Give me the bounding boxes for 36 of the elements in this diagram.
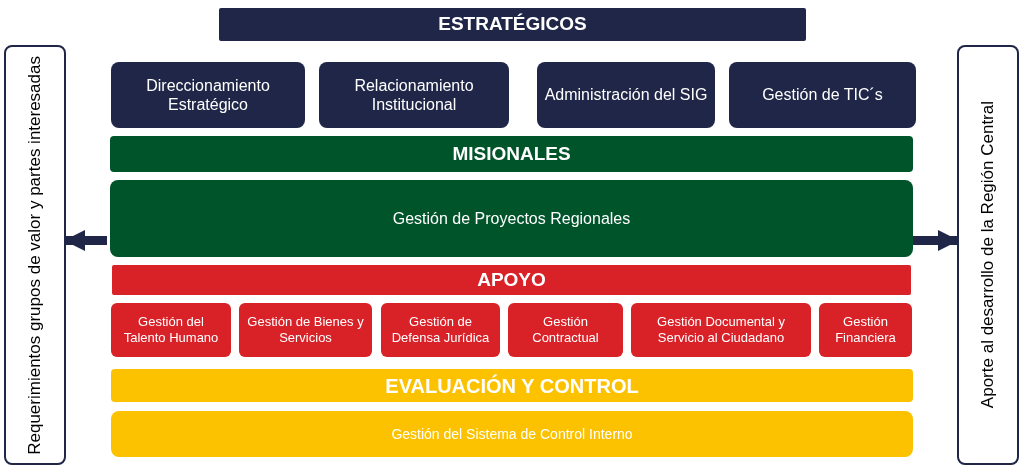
process-label: Relacionamiento Institucional: [353, 75, 475, 115]
process-box: [111, 411, 913, 457]
process-box: [111, 62, 305, 128]
process-label: Gestión de TIC´s: [762, 85, 883, 105]
side-panel: [4, 45, 66, 465]
process-label: Gestión de Proyectos Regionales: [392, 208, 631, 229]
process-box: [508, 303, 623, 357]
process-label: Gestión Contractual: [531, 314, 600, 346]
process-label: Gestión del Sistema de Control Interno: [391, 425, 633, 443]
process-label: Gestión de Bienes y Servicios: [246, 314, 365, 346]
process-box: [319, 62, 509, 128]
process-box: [729, 62, 916, 128]
category-band: [112, 265, 911, 295]
band-title: EVALUACIÓN Y CONTROL: [385, 373, 639, 398]
category-band: [219, 8, 806, 41]
side-panel: [957, 45, 1019, 465]
process-box: [819, 303, 912, 357]
process-label: Gestión de Defensa Jurídica: [390, 314, 491, 346]
band-title: MISIONALES: [452, 142, 571, 166]
category-band: [110, 136, 913, 172]
process-box: [239, 303, 372, 357]
band-title: ESTRATÉGICOS: [438, 13, 587, 36]
category-band: [111, 369, 913, 402]
process-label: Direccionamiento Estratégico: [145, 75, 271, 115]
process-label: Administración del SIG: [544, 85, 708, 105]
process-box: [111, 303, 231, 357]
process-box: [381, 303, 500, 357]
panel-label: Requerimientos grupos de valor y partes interesadas: [24, 55, 46, 455]
band-title: APOYO: [477, 268, 546, 292]
process-label: Gestión del Talento Humano: [122, 314, 220, 346]
panel-label: Aporte al desarrollo de la Región Central: [977, 101, 999, 409]
process-label: Gestión Financiera: [834, 314, 897, 346]
process-box: [631, 303, 811, 357]
process-box: [537, 62, 715, 128]
process-label: Gestión Documental y Servicio al Ciudadano: [656, 314, 786, 346]
process-box: [110, 180, 913, 257]
